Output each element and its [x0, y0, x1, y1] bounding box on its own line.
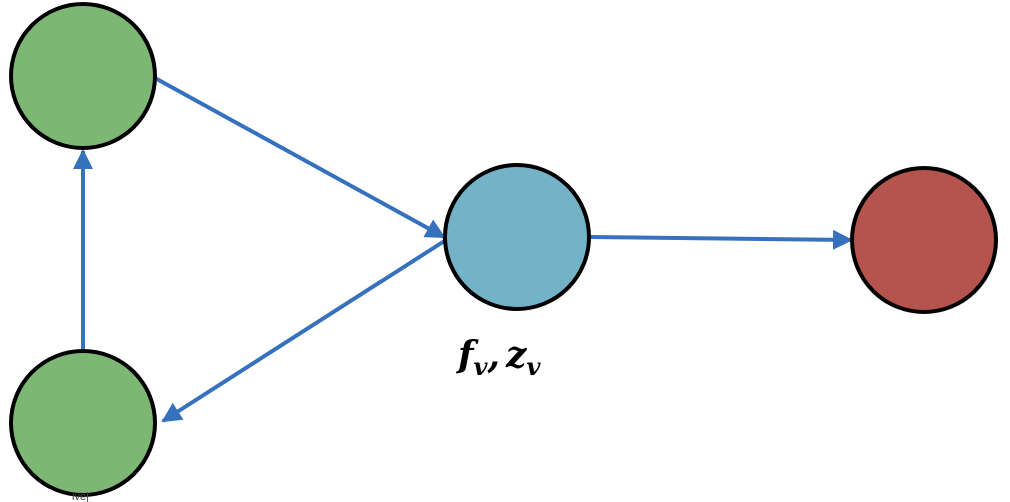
- right-node: [850, 166, 998, 314]
- top-left-node: [9, 2, 157, 150]
- edge-center-to-right: [589, 229, 853, 250]
- edge-top-left-to-center: [154, 76, 446, 239]
- edge-center-to-bottom-left: [161, 238, 448, 423]
- label-z-subscript: v: [526, 352, 541, 381]
- center-node: [443, 163, 591, 311]
- label-z: z: [505, 334, 528, 376]
- bottom-left-node: [9, 349, 157, 497]
- label-comma: ,: [486, 334, 500, 376]
- center-node-label: fv,zv: [455, 334, 541, 381]
- label-f-subscript: v: [474, 352, 489, 381]
- stray-clipped-text: ive|: [72, 491, 89, 502]
